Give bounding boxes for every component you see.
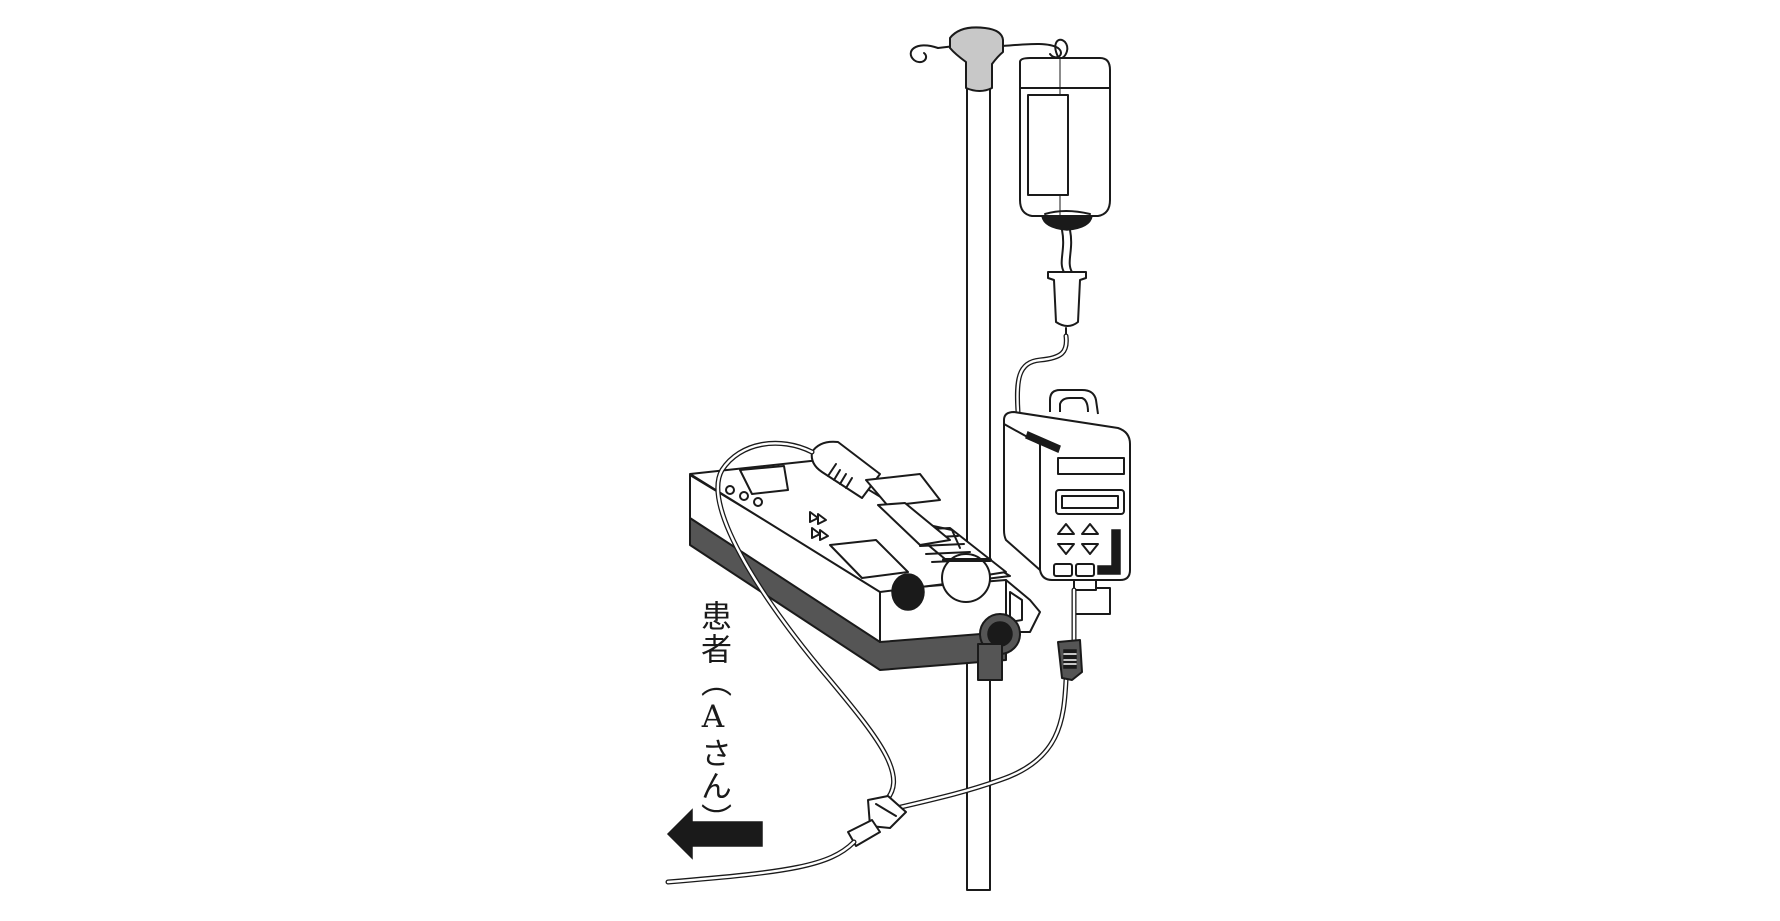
pump-button — [1053, 563, 1073, 577]
patient-label: 患者（Aさん） — [695, 600, 731, 836]
iv-pole — [909, 26, 1062, 891]
arrow-left-icon — [666, 808, 763, 860]
syringe — [810, 440, 961, 549]
pole-top-cap — [949, 26, 1004, 92]
drip-chamber-body — [1047, 271, 1087, 327]
infusion-pump-display-top — [1057, 457, 1125, 475]
infusion-bag — [1019, 38, 1111, 231]
syringe-pump-arrow-icon — [811, 527, 829, 541]
syringe-plunger-holder — [865, 473, 941, 507]
syringe-pump-arrow-icon — [809, 511, 827, 525]
pump-button — [1075, 563, 1095, 577]
tubing-to-patient — [665, 839, 857, 885]
pole-clamp — [977, 643, 1003, 681]
syringe-pump-panel — [829, 539, 909, 579]
syringe-plunger-knob — [941, 553, 991, 603]
syringe-pump-display — [739, 465, 789, 495]
pump-down-arrow-icon — [1081, 543, 1099, 555]
syringe-plunger — [877, 502, 951, 546]
infusion-bag-label — [1027, 94, 1069, 196]
pump-up-arrow-icon — [1057, 523, 1075, 535]
syringe-pump-knob — [891, 573, 925, 611]
infusion-pump — [1003, 389, 1131, 615]
pump-up-arrow-icon — [1081, 523, 1099, 535]
pole-hook-right — [1001, 43, 1062, 59]
pole-hook-left — [909, 44, 939, 64]
drip-chamber — [1047, 229, 1087, 339]
iv-pole-shaft — [966, 69, 991, 891]
pump-door-latch — [1097, 529, 1121, 575]
roller-clamp — [1057, 639, 1083, 681]
bag-port — [1041, 215, 1093, 231]
pump-down-arrow-icon — [1057, 543, 1075, 555]
pump-tube-guide — [1073, 587, 1111, 615]
